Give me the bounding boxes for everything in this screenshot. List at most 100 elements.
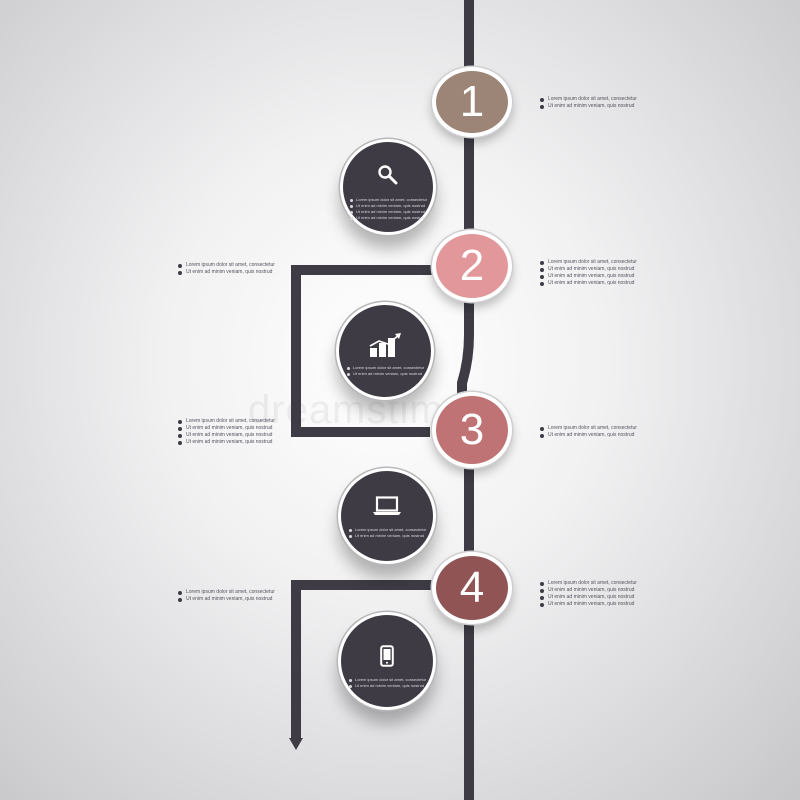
list-item: Lorem ipsum dolor sit amet, consectetur xyxy=(349,527,427,533)
list-item: Ut enim ad minim veniam, quis nostrud xyxy=(178,439,275,446)
list-item: Lorem ipsum dolor sit amet, consectetur xyxy=(178,418,275,425)
list-item-text: Lorem ipsum dolor sit amet, consectetur xyxy=(548,259,637,265)
list-item-text: Ut enim ad minim veniam, quis nostrud xyxy=(356,215,426,220)
bullet-dot xyxy=(540,595,544,600)
list-item-text: Lorem ipsum dolor sit amet, consectetur xyxy=(353,365,425,370)
list-item-text: Ut enim ad minim veniam, quis nostrud xyxy=(186,432,273,438)
list-item-text: Ut enim ad minim veniam, quis nostrud xyxy=(548,273,635,279)
list-item: Ut enim ad minim veniam, quis nostrud xyxy=(540,266,637,273)
laptop-icon xyxy=(372,496,402,521)
list-item: Lorem ipsum dolor sit amet, consectetur xyxy=(349,677,427,683)
bullet-dot xyxy=(540,97,544,102)
bullet-dot xyxy=(540,281,544,286)
magnifier-icon xyxy=(377,164,399,191)
step-3-circle: 3 xyxy=(432,392,512,468)
bullet-dot xyxy=(178,419,182,424)
bullet-dot xyxy=(540,588,544,593)
list-item-text: Ut enim ad minim veniam, quis nostrud xyxy=(548,432,635,438)
list-item-text: Ut enim ad minim veniam, quis nostrud xyxy=(548,587,635,593)
bullet-dot xyxy=(347,366,350,370)
list-item-text: Ut enim ad minim veniam, quis nostrud xyxy=(548,601,635,607)
list-item: Ut enim ad minim veniam, quis nostrud xyxy=(540,273,637,280)
list-item-text: Ut enim ad minim veniam, quis nostrud xyxy=(355,533,425,538)
list-item-text: Lorem ipsum dolor sit amet, consectetur xyxy=(548,425,637,431)
bullet-dot xyxy=(178,426,182,431)
list-item: Ut enim ad minim veniam, quis nostrud xyxy=(540,103,637,110)
bullet-dot xyxy=(540,274,544,279)
branch-arrow-tip xyxy=(289,738,303,750)
list-item-text: Lorem ipsum dolor sit amet, consectetur xyxy=(548,96,637,102)
list-item-text: Ut enim ad minim veniam, quis nostrud xyxy=(548,266,635,272)
step-2-circle: 2 xyxy=(432,230,512,302)
list-item: Ut enim ad minim veniam, quis nostrud xyxy=(178,269,275,276)
step-4-circle: 4 xyxy=(432,552,512,624)
bullet-dot xyxy=(349,534,352,538)
bullet-dot xyxy=(178,597,182,602)
list-item-text: Ut enim ad minim veniam, quis nostrud xyxy=(355,683,425,688)
list-item: Lorem ipsum dolor sit amet, consectetur xyxy=(350,197,428,203)
bar-chart-icon xyxy=(368,332,402,363)
bullet-dot xyxy=(350,216,353,220)
bullet-dot xyxy=(178,270,182,275)
list-item: Lorem ipsum dolor sit amet, consectetur xyxy=(540,259,637,266)
list-item-text: Lorem ipsum dolor sit amet, consectetur xyxy=(186,262,275,268)
bullet-dot xyxy=(540,581,544,586)
bullet-dot xyxy=(178,433,182,438)
step-1-number: 1 xyxy=(459,77,485,126)
list-item-text: Ut enim ad minim veniam, quis nostrud xyxy=(356,203,426,208)
list-item: Lorem ipsum dolor sit amet, consectetur xyxy=(178,262,275,269)
list-item-text: Lorem ipsum dolor sit amet, consectetur xyxy=(356,197,428,202)
list-item-text: Lorem ipsum dolor sit amet, consectetur xyxy=(355,677,427,682)
list-item-text: Ut enim ad minim veniam, quis nostrud xyxy=(186,269,273,275)
list-item: Ut enim ad minim veniam, quis nostrud xyxy=(178,432,275,439)
list-item: Ut enim ad minim veniam, quis nostrud xyxy=(178,425,275,432)
list-item: Ut enim ad minim veniam, quis nostrud xyxy=(540,601,637,608)
list-item: Ut enim ad minim veniam, quis nostrud xyxy=(178,596,275,603)
list-item: Lorem ipsum dolor sit amet, consectetur xyxy=(540,580,637,587)
bullet-dot xyxy=(349,528,352,532)
list-item: Ut enim ad minim veniam, quis nostrud xyxy=(347,371,423,377)
bullet-dot xyxy=(178,263,182,268)
step-3-number: 3 xyxy=(459,405,485,454)
bullet-dot xyxy=(540,267,544,272)
bullet-dot xyxy=(178,440,182,445)
main-line-middle xyxy=(457,270,474,395)
list-item: Lorem ipsum dolor sit amet, consectetur xyxy=(347,365,425,371)
list-item: Ut enim ad minim veniam, quis nostrud xyxy=(540,280,637,287)
list-item-text: Ut enim ad minim veniam, quis nostrud xyxy=(548,103,635,109)
bullet-dot xyxy=(178,590,182,595)
bullet-dot xyxy=(350,204,353,208)
list-item: Ut enim ad minim veniam, quis nostrud xyxy=(349,683,425,689)
list-item-text: Lorem ipsum dolor sit amet, consectetur xyxy=(355,527,427,532)
bullet-dot xyxy=(540,260,544,265)
list-item-text: Ut enim ad minim veniam, quis nostrud xyxy=(548,594,635,600)
list-item-text: Ut enim ad minim veniam, quis nostrud xyxy=(548,280,635,286)
list-item: Ut enim ad minim veniam, quis nostrud xyxy=(350,209,426,215)
list-item: Lorem ipsum dolor sit amet, consectetur xyxy=(540,96,637,103)
list-item-text: Ut enim ad minim veniam, quis nostrud xyxy=(186,439,273,445)
list-item-text: Lorem ipsum dolor sit amet, consectetur xyxy=(186,418,275,424)
list-item-text: Lorem ipsum dolor sit amet, consectetur xyxy=(186,589,275,595)
list-item: Ut enim ad minim veniam, quis nostrud xyxy=(350,215,426,221)
bullet-dot xyxy=(540,426,544,431)
list-item-text: Ut enim ad minim veniam, quis nostrud xyxy=(356,209,426,214)
bullet-dot xyxy=(540,104,544,109)
bullet-dot xyxy=(349,678,352,682)
bullet-dot xyxy=(349,684,352,688)
smartphone-icon xyxy=(380,645,394,672)
list-item: Ut enim ad minim veniam, quis nostrud xyxy=(349,533,425,539)
